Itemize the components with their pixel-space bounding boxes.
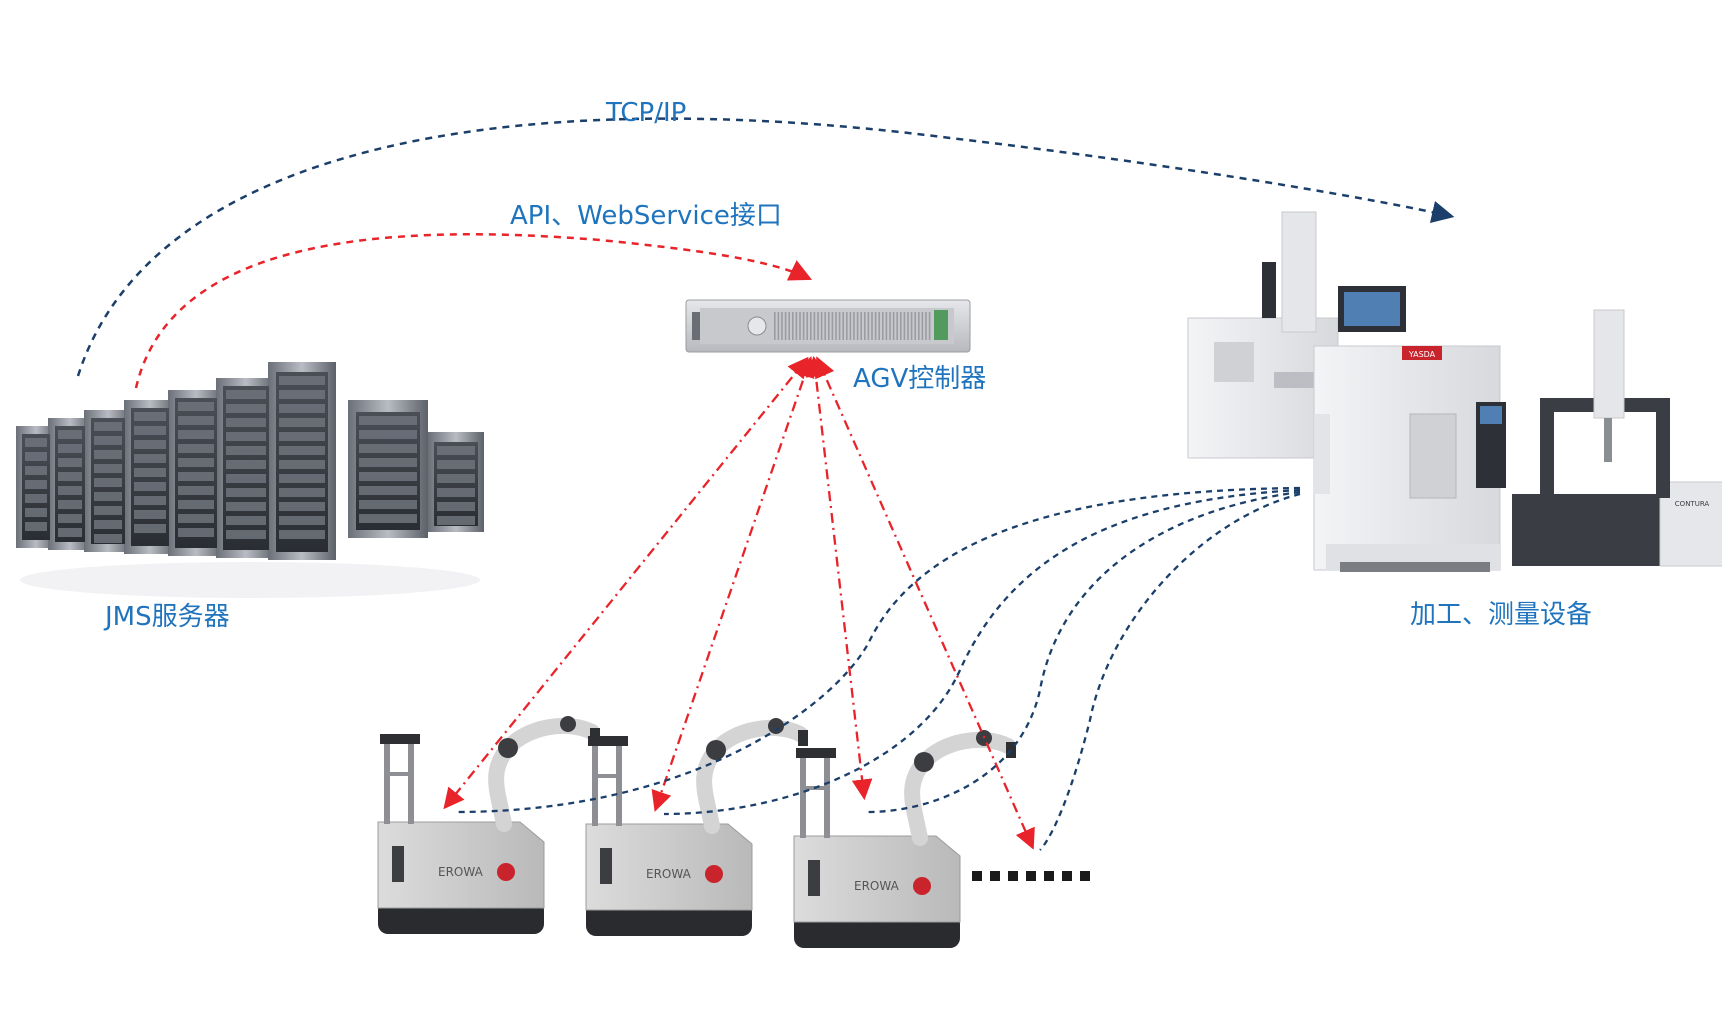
api-webservice-connection [134, 233, 813, 389]
agv-controller-icon [685, 299, 971, 353]
coordinate-measuring-machine: CONTURA [1512, 309, 1722, 567]
erowa-logo-icon [497, 863, 515, 881]
vertical-machining-center: YASDA [1313, 345, 1506, 572]
equipment-robot-links [455, 486, 1301, 851]
equipment-label: 加工、测量设备 [1410, 600, 1593, 630]
equipment-icon: YASDA CONTURA [1187, 211, 1722, 572]
api-webservice-label: API、WebService接口 [510, 201, 782, 231]
edm-machine [1187, 211, 1406, 459]
agv-controller-label: AGV控制器 [853, 364, 987, 394]
erowa-logo-icon [913, 877, 931, 895]
cmm-brand: CONTURA [1675, 500, 1710, 508]
tcp-ip-label: TCP/IP [606, 98, 687, 128]
agv-robot: EROWA [377, 716, 600, 934]
server-front-grille [774, 312, 931, 340]
controller-robot-links [443, 355, 1035, 850]
agv-robot: EROWA [585, 718, 808, 936]
robot-brand: EROWA [854, 879, 900, 893]
machine-brand: YASDA [1408, 350, 1436, 359]
agv-robot-group: EROWA EROWA EROWA [377, 716, 1016, 948]
jms-server-label: JMS服务器 [105, 602, 230, 632]
agv-robot: EROWA [793, 730, 1016, 948]
robot-brand: EROWA [438, 865, 484, 879]
tcp-ip-connection [76, 117, 1455, 377]
server-drive-slots [25, 376, 475, 543]
robot-brand: EROWA [646, 867, 692, 881]
erowa-logo-icon [705, 865, 723, 883]
jms-server-icon [16, 362, 484, 598]
more-robots-ellipsis-icon [972, 871, 1090, 881]
